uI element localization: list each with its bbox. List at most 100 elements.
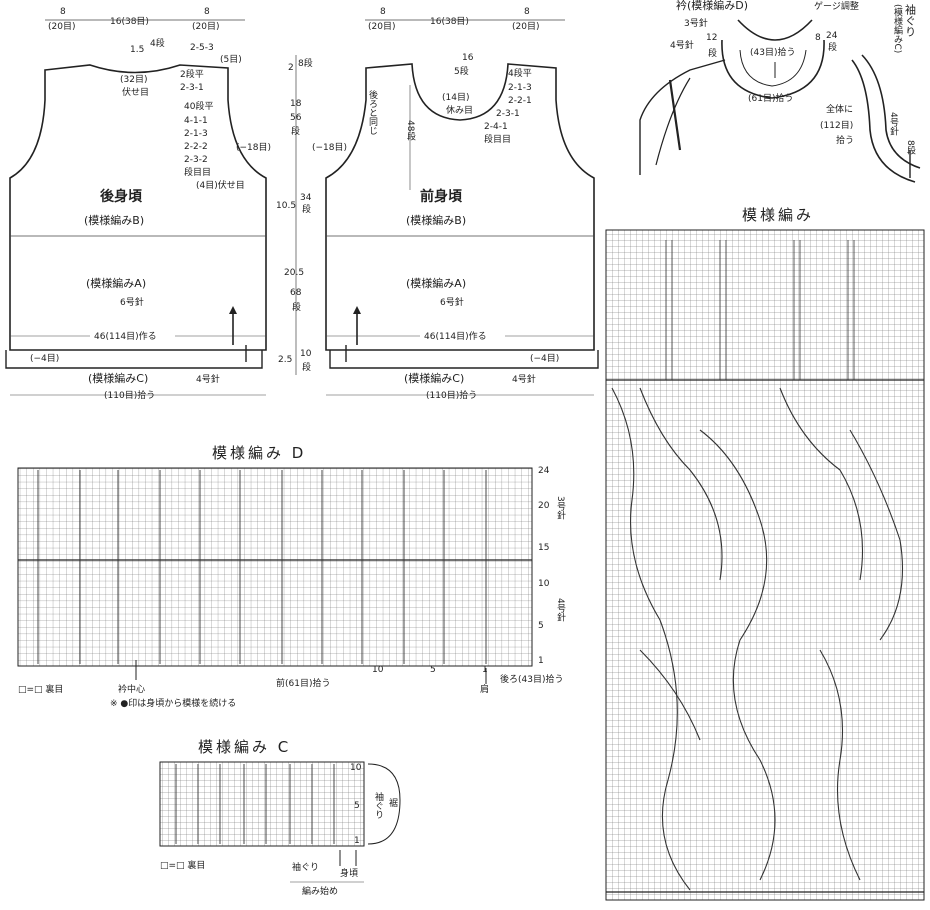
back-armhole-7: (4目)伏せ目 xyxy=(196,179,245,191)
chart-d-row-10: 10 xyxy=(538,579,550,589)
collar-needle3: 3号針 xyxy=(684,17,708,29)
collar-dim-2: 段 xyxy=(708,47,717,59)
back-neck-shaping-1: 2-5-3 xyxy=(190,43,214,53)
back-top-dim-3: 16(38目) xyxy=(110,16,149,27)
front-pickup: (110目)拾う xyxy=(426,389,477,401)
back-neck-label-2: 4段 xyxy=(150,37,165,49)
back-top-dim-2: (20目) xyxy=(48,21,75,32)
chart-d-row-15: 15 xyxy=(538,543,549,553)
sleeve-pickup: (112目) xyxy=(820,120,853,131)
back-needle-a: 6号針 xyxy=(120,296,144,308)
back-side-dec: (−18目) xyxy=(236,142,271,153)
front-neck-dim-1: 16 xyxy=(462,53,474,63)
chart-c-bottom-2: 身頃 xyxy=(340,867,358,879)
collar-title: 衿(模様編みD) xyxy=(676,0,748,12)
back-body-schematic: 8 (20目) 16(38目) 8 (20目) 1.5 4段 (32目) 伏せ目… xyxy=(5,7,271,401)
chart-d: 模様編み D 24 20 15 10 5 1 3号針 4号針 □=□ 裏目 衿中… xyxy=(17,444,566,709)
back-top-dim-1: 8 xyxy=(60,7,66,17)
main-chart-title: 模様編み xyxy=(742,206,814,224)
dim-9: 20.5 xyxy=(284,268,304,278)
back-pattern-b: (模様編みB) xyxy=(84,213,144,227)
back-needle-c: 4号針 xyxy=(196,373,220,385)
sleeve-title: 袖ぐり xyxy=(904,3,917,37)
collar-dim-4: 24 xyxy=(826,31,838,41)
collar-dim-3: 8 xyxy=(815,33,821,43)
sleeve-rows: 8段 xyxy=(905,140,916,156)
back-neck-label-4: 伏せ目 xyxy=(122,86,149,98)
collar-needle4: 4号針 xyxy=(670,39,694,51)
collar-schematic: 衿(模様編みD) ゲージ調整 3号針 4号針 12 段 8 24 段 (43目)… xyxy=(639,0,859,175)
back-top-dim-5: (20目) xyxy=(192,21,219,32)
chart-c-row-1: 1 xyxy=(354,836,360,846)
sleeve-total: 全体に xyxy=(826,103,853,115)
chart-c-side-2: 裾 xyxy=(387,797,398,808)
dim-12: 2.5 xyxy=(278,355,292,365)
back-pattern-a: (模様編みA) xyxy=(86,276,146,290)
collar-pickup43: (43目)拾う xyxy=(750,46,795,58)
chart-c-bottom-1: 袖ぐり xyxy=(292,861,319,873)
dim-13: 10 xyxy=(300,349,312,359)
chart-d-center: 衿中心 xyxy=(118,683,145,695)
front-neck-center-1: (14目) xyxy=(442,92,469,103)
dim-3: 18 xyxy=(290,99,302,109)
front-outline xyxy=(325,63,595,351)
front-pattern-b: (模様編みB) xyxy=(406,213,466,227)
back-neck-label-1: 1.5 xyxy=(130,45,144,55)
sleeve-pickup-2: 拾う xyxy=(836,134,854,146)
chart-d-shoulder: 肩 xyxy=(480,683,489,695)
front-side-dec: (−18目) xyxy=(312,142,347,153)
front-body-schematic: 8 (20目) 16(38目) 8 (20目) 16 5段 (14目) 休み目 … xyxy=(312,7,599,401)
back-armhole-6: 段目目 xyxy=(184,166,211,178)
back-armhole-5: 2-3-2 xyxy=(184,155,208,165)
armhole-schematic: 袖ぐり (模様編みC) 全体に (112目) 拾う 4号針 8段 xyxy=(820,3,921,183)
chart-d-col-10: 10 xyxy=(372,665,384,675)
dim-1: 2 xyxy=(288,63,294,73)
chart-d-col-5: 5 xyxy=(430,665,436,675)
collar-dim-5: 段 xyxy=(828,41,837,53)
chart-c-side-1: 袖ぐり xyxy=(373,791,384,819)
front-neck-shaping-6: 段目目 xyxy=(484,133,511,145)
front-neck-shaping-3: 2-2-1 xyxy=(508,96,532,106)
collar-dim-1: 12 xyxy=(706,33,717,43)
front-title: 前身頃 xyxy=(420,188,463,205)
front-top-dim-5: (20目) xyxy=(512,21,539,32)
front-hem-band xyxy=(329,350,599,369)
dim-6: 10.5 xyxy=(276,201,296,211)
dim-10: 68 xyxy=(290,288,302,298)
chart-c-row-5: 5 xyxy=(354,801,360,811)
dim-2: 8段 xyxy=(298,57,313,69)
back-hem-label: (−4目) xyxy=(30,353,59,364)
back-hem-band xyxy=(5,350,263,369)
front-depth: 48段 xyxy=(405,120,416,141)
chart-c-start: 編み始め xyxy=(302,885,338,897)
back-top-dim-4: 8 xyxy=(204,7,210,17)
front-top-dim-2: (20目) xyxy=(368,21,395,32)
chart-d-title: 模様編み D xyxy=(212,444,306,462)
chart-d-row-5: 5 xyxy=(538,621,544,631)
dim-4: 56 xyxy=(290,113,302,123)
front-pattern-a: (模様編みA) xyxy=(406,276,466,290)
chart-c-title: 模様編み C xyxy=(198,738,291,756)
front-top-dim-1: 8 xyxy=(380,7,386,17)
front-pattern-c: (模様編みC) xyxy=(404,371,464,385)
back-armhole-3: 2-1-3 xyxy=(184,129,208,139)
dim-8: 段 xyxy=(302,203,311,215)
collar-pickup61: (61目)拾う xyxy=(748,92,793,104)
front-top-dim-3: 16(38目) xyxy=(430,16,469,27)
front-neck-shaping-2: 2-1-3 xyxy=(508,83,532,93)
back-armhole-4: 2-2-2 xyxy=(184,142,208,152)
chart-d-needle-4: 4号針 xyxy=(555,598,566,623)
chart-d-back: 後ろ(43目)拾う xyxy=(500,673,563,685)
front-neck-center-2: 休み目 xyxy=(446,104,473,116)
chart-d-col-1: 1 xyxy=(482,665,488,675)
chart-c: 模様編み C 10 5 1 袖ぐり 裾 □=□ 裏目 袖ぐり 身頃 編み始め xyxy=(159,738,401,897)
front-hem-label: (−4目) xyxy=(530,353,559,364)
front-width-label: 46(114目)作る xyxy=(424,330,487,342)
chart-d-front: 前(61目)拾う xyxy=(276,677,330,689)
front-neck-shaping-5: 2-4-1 xyxy=(484,122,508,132)
center-dimension-column: 2 8段 18 56 段 10.5 34 段 20.5 68 段 2.5 10 … xyxy=(276,55,313,375)
dim-11: 段 xyxy=(292,301,301,313)
chart-c-legend: □=□ 裏目 xyxy=(160,859,205,871)
main-pattern-chart: 模様編み xyxy=(605,206,925,901)
